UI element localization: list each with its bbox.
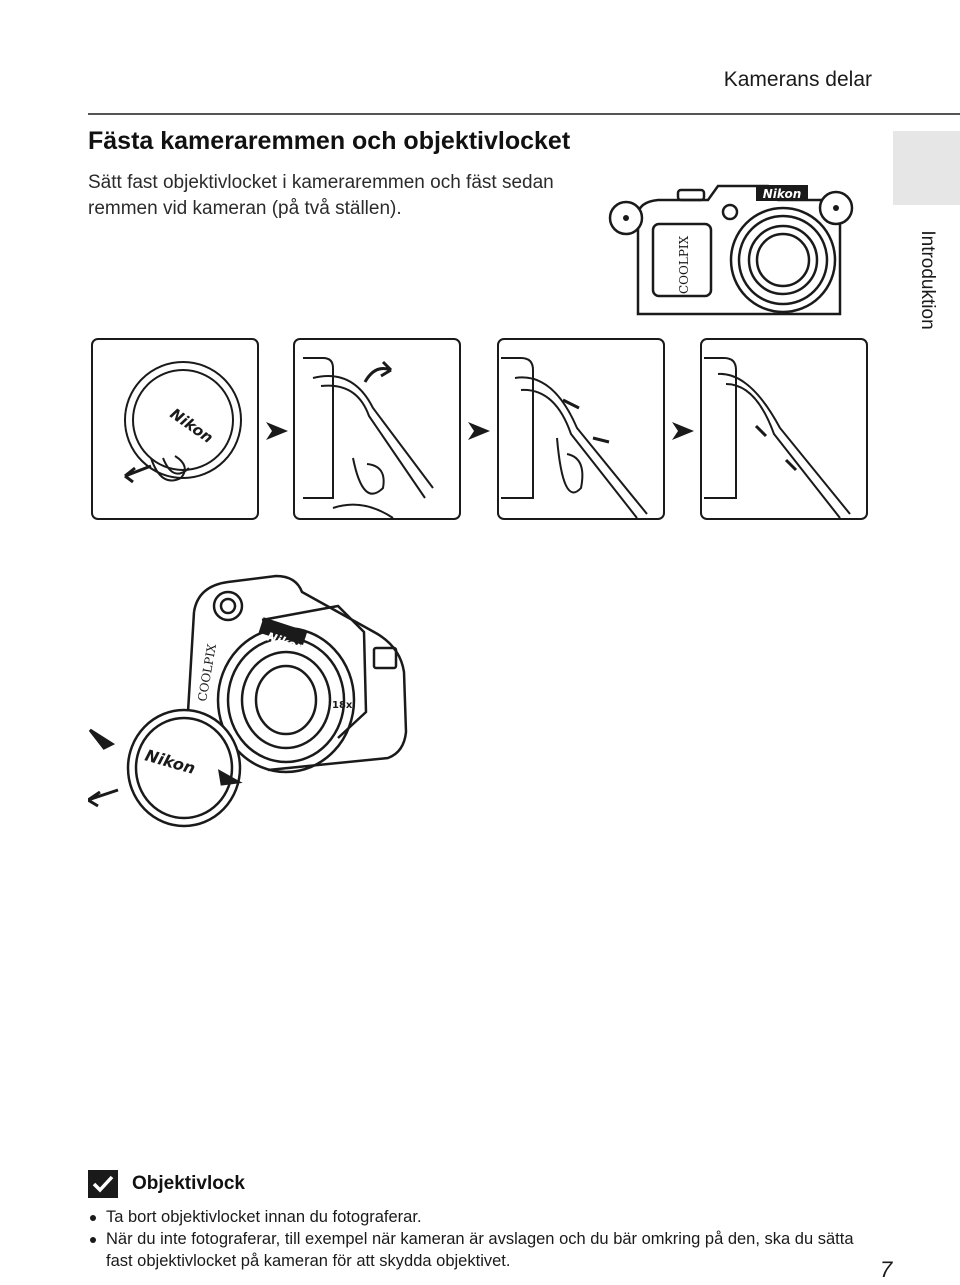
list-item: Ta bort objektivlocket innan du fotograf…	[88, 1206, 878, 1228]
page-title: Fästa kameraremmen och objektivlocket	[88, 127, 571, 155]
note-title: Objektivlock	[132, 1173, 245, 1194]
zoom-badge: 18x	[332, 700, 353, 711]
model-label: COOLPIX	[677, 235, 691, 294]
arrow-right-icon	[672, 422, 694, 440]
side-tab: Introduktion	[893, 205, 960, 355]
intro-text: Sätt fast objektivlocket i kameraremmen …	[88, 172, 554, 219]
camera-top-illustration: Nikon COOLPIX	[608, 184, 854, 316]
arrow-right-icon	[468, 422, 490, 440]
step-panel-2	[293, 338, 461, 520]
list-item: När du inte fotograferar, till exempel n…	[88, 1228, 878, 1272]
brand-label: Nikon	[763, 187, 802, 201]
arrow-right-icon	[266, 422, 288, 440]
camera-lens-cap-illustration: Nikon COOLPIX 18x Nikon	[88, 574, 408, 828]
side-tab-label: Introduktion	[916, 230, 938, 330]
note-heading: Objektivlock	[88, 1170, 245, 1198]
step-panel-1: Nikon	[91, 338, 259, 520]
step-panel-3	[497, 338, 665, 520]
check-box-icon	[88, 1170, 118, 1198]
cap-brand-label: Nikon	[167, 405, 217, 447]
step-panel-4	[700, 338, 868, 520]
page-number: 7	[880, 1257, 893, 1282]
note-bullet-list: Ta bort objektivlocket innan du fotograf…	[88, 1206, 878, 1272]
section-name: Kamerans delar	[723, 68, 872, 91]
camera-model-label: COOLPIX	[195, 642, 219, 702]
side-tab-marker	[893, 131, 960, 205]
header-rule	[88, 113, 960, 115]
